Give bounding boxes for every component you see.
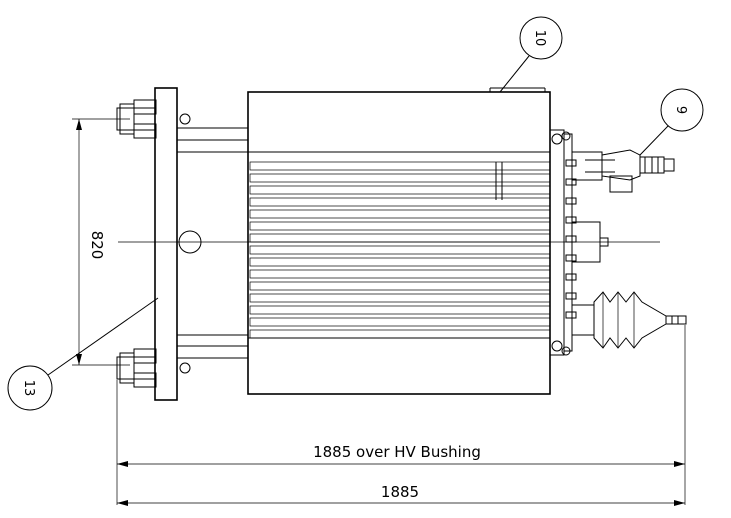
hv-bushing-dimension-label: 1885 over HV Bushing xyxy=(313,443,481,461)
stub xyxy=(571,221,609,263)
lv-bushing xyxy=(571,149,675,193)
radiator-fin xyxy=(249,197,551,207)
radiator-fin xyxy=(249,257,551,267)
radiator-fin xyxy=(249,233,551,243)
flange-bolt xyxy=(565,178,577,186)
hv-width-dimension: 1885 over HV Bushing xyxy=(116,325,686,505)
callout-9: 9 xyxy=(639,88,704,156)
flange-bolt xyxy=(565,273,577,281)
radiator-fin xyxy=(249,317,551,327)
radiator-fin xyxy=(249,185,551,195)
radiator-fin xyxy=(249,209,551,219)
height-dimension: 820 xyxy=(72,118,130,366)
flange-bolt xyxy=(565,235,577,243)
flange-bolt xyxy=(565,159,577,167)
flange-bolt xyxy=(565,311,577,319)
tank-body xyxy=(247,87,551,395)
radiator-fin xyxy=(249,221,551,231)
upper-bracket xyxy=(116,99,248,141)
flange-bolts xyxy=(565,159,577,319)
radiator-fin xyxy=(249,281,551,291)
callout-13-number: 13 xyxy=(21,380,36,397)
radiator-fin xyxy=(249,269,551,279)
cover-flange xyxy=(549,129,573,356)
radiator-fin xyxy=(249,245,551,255)
flange-bolt xyxy=(565,216,577,224)
callout-13: 13 xyxy=(7,297,159,411)
height-dimension-label: 820 xyxy=(88,231,106,260)
radiator-fins xyxy=(249,161,551,339)
flange-bolt xyxy=(565,197,577,205)
overall-dimension-label: 1885 xyxy=(381,483,419,501)
hv-bushing xyxy=(571,291,687,349)
radiator-fin xyxy=(249,305,551,315)
radiator-fin xyxy=(249,329,551,339)
base-plate xyxy=(154,87,248,401)
overall-width-dimension: 1885 xyxy=(117,483,685,506)
flange-bolt xyxy=(565,254,577,262)
radiator-fin xyxy=(249,173,551,183)
radiator-fin xyxy=(249,161,551,171)
flange-bolt xyxy=(565,292,577,300)
radiator-fin xyxy=(249,293,551,303)
lower-bracket xyxy=(116,345,248,388)
callout-9-number: 9 xyxy=(673,106,688,114)
callout-10-number: 10 xyxy=(532,30,547,47)
callout-10: 10 xyxy=(499,16,563,93)
